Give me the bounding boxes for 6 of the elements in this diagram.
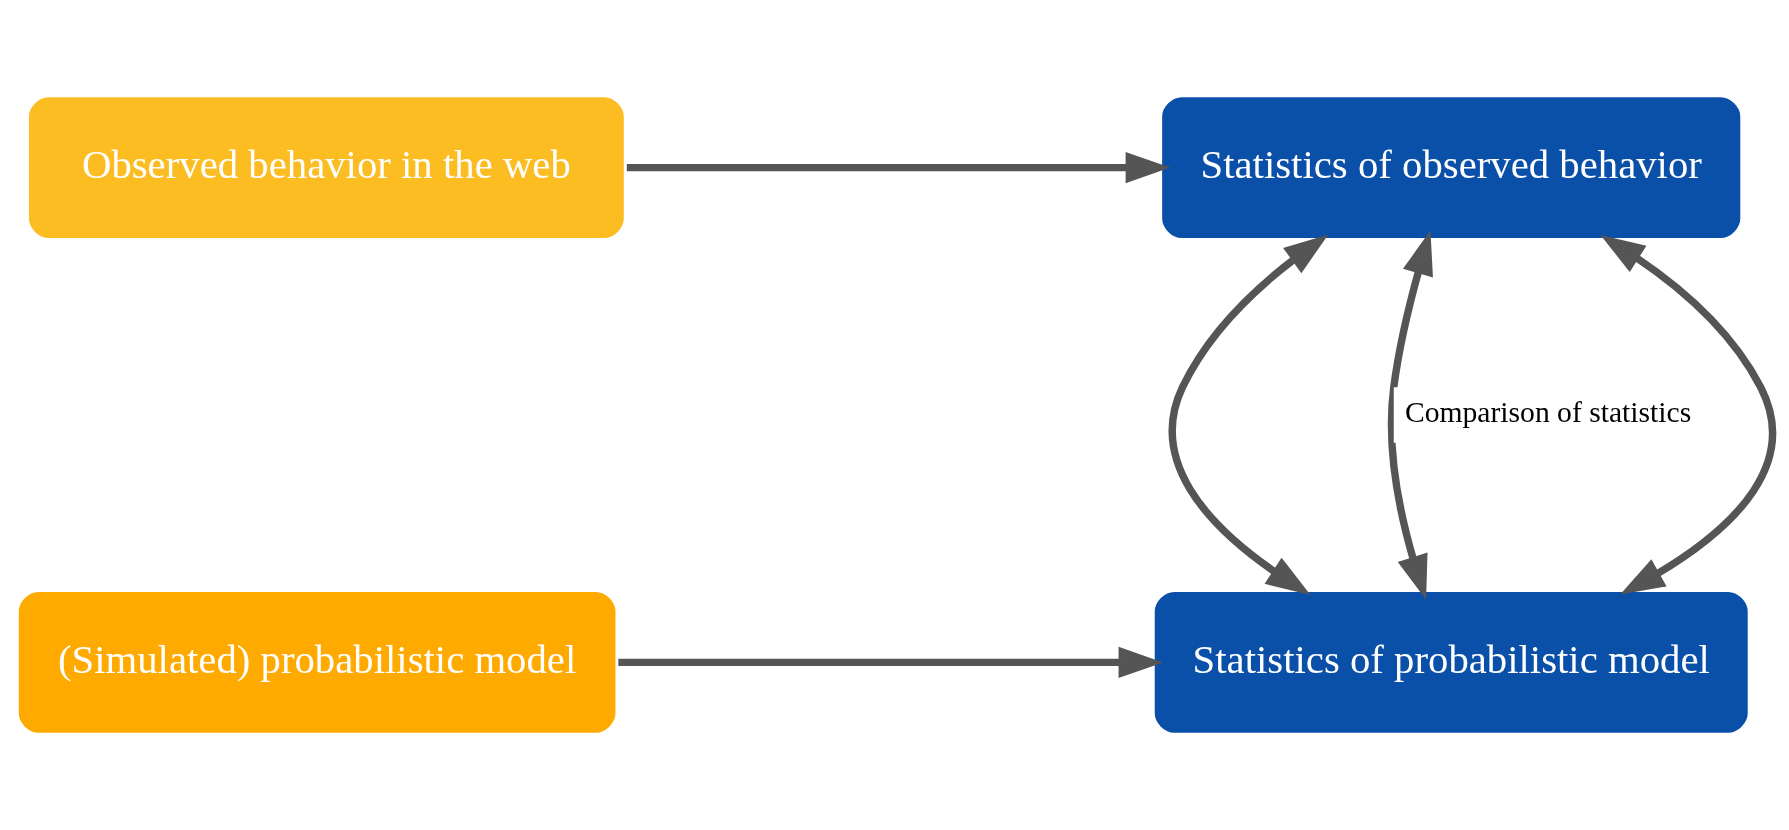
arrow <box>1168 234 1329 595</box>
edge-label: Comparison of statistics <box>1404 396 1692 429</box>
arrow <box>626 152 1171 184</box>
arrow <box>1600 235 1776 595</box>
arrow <box>1387 230 1433 600</box>
arrow <box>618 646 1164 678</box>
